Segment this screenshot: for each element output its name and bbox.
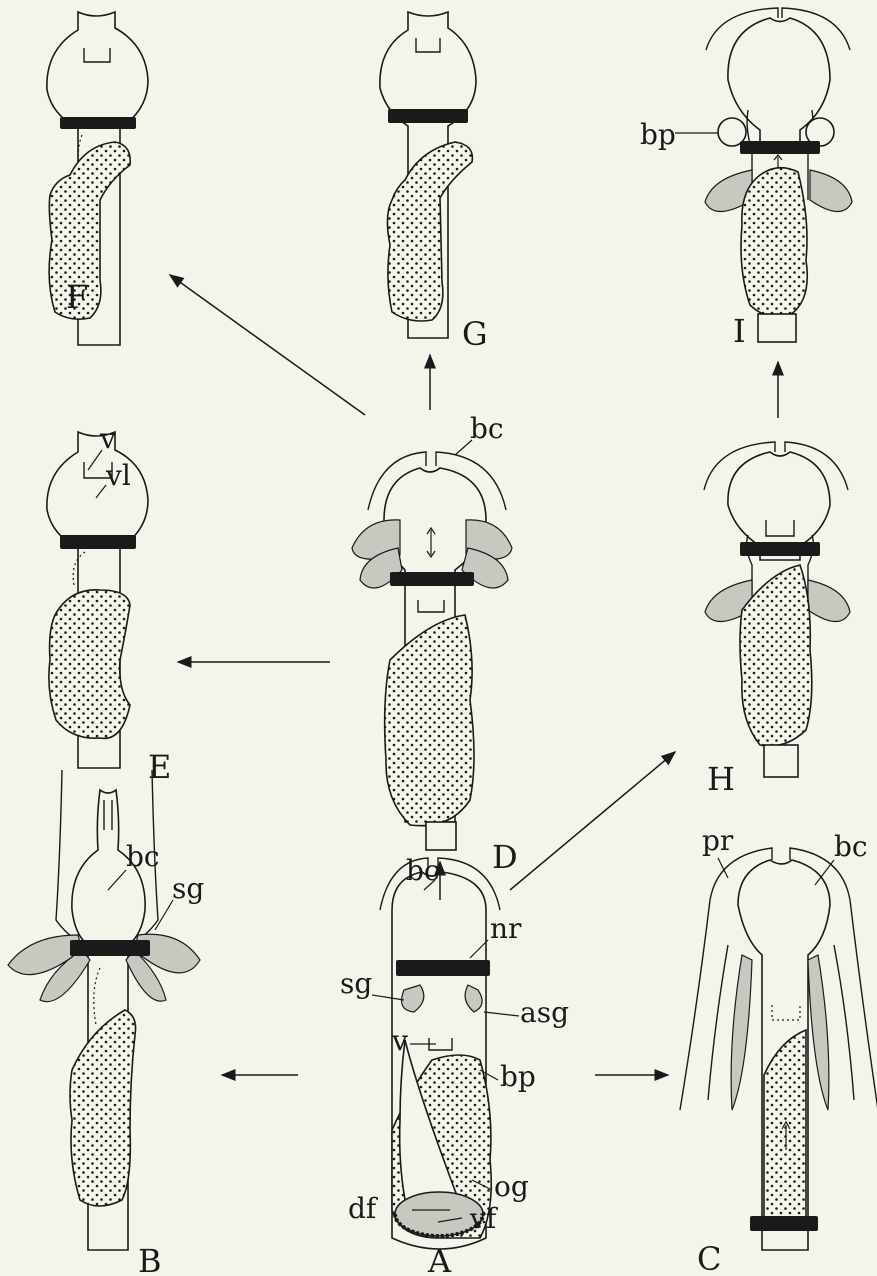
label-pr-c: pr	[702, 824, 734, 857]
stage-e	[47, 432, 148, 768]
stage-f	[47, 12, 148, 345]
label-vl-e: vl	[105, 459, 131, 492]
panel-label-c: C	[697, 1240, 721, 1276]
stage-c	[680, 848, 877, 1250]
label-bp-i: bp	[640, 118, 676, 151]
label-bc-b: bc	[126, 840, 160, 873]
panel-label-i: I	[733, 312, 746, 350]
label-vf-a: vf	[469, 1202, 499, 1235]
panel-label-d: D	[492, 838, 518, 876]
label-bc-c: bc	[834, 830, 868, 863]
label-bp-a: bp	[500, 1060, 536, 1093]
label-bc-a: bc	[406, 854, 440, 887]
stage-d	[352, 452, 512, 850]
label-sg-b: sg	[172, 872, 204, 905]
stage-g	[380, 12, 476, 338]
stage-i	[705, 8, 852, 342]
label-bc-d: bc	[470, 412, 504, 445]
label-v-a: v	[391, 1024, 408, 1057]
arrow-a-to-h	[510, 752, 675, 890]
label-asg-a: asg	[520, 996, 569, 1029]
panel-label-h: H	[707, 760, 735, 798]
label-nr-a: nr	[490, 912, 522, 945]
stage-h	[704, 442, 850, 777]
label-v-e: v	[99, 422, 116, 455]
panel-label-a: A	[427, 1242, 452, 1276]
label-og-a: og	[494, 1170, 529, 1203]
panel-label-f: F	[66, 278, 88, 316]
stage-b	[8, 770, 200, 1250]
label-sg-a: sg	[340, 967, 372, 1000]
label-df-a: df	[348, 1192, 379, 1225]
panel-label-g: G	[462, 315, 488, 353]
panel-label-b: B	[138, 1242, 162, 1276]
arrow-d-to-f	[170, 275, 365, 415]
panel-label-e: E	[148, 748, 171, 786]
